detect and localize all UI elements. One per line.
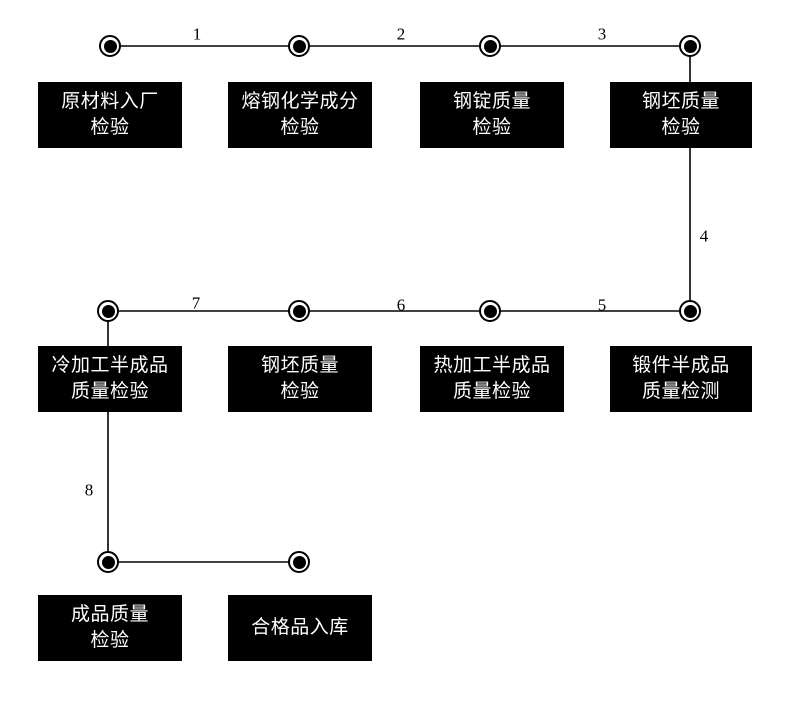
edge-label-e3: 3 [597, 24, 607, 44]
edge-label-e5: 5 [597, 295, 607, 315]
box-steel-ingot-quality-inspection[interactable]: 钢锭质量 检验 [420, 82, 564, 148]
node-9[interactable] [97, 551, 119, 573]
node-3[interactable] [479, 35, 501, 57]
box-steel-billet-quality-inspection-top[interactable]: 钢坯质量 检验 [610, 82, 752, 148]
node-1[interactable] [99, 35, 121, 57]
box-molten-steel-chemical-composition-inspection[interactable]: 熔钢化学成分 检验 [228, 82, 372, 148]
node-4[interactable] [679, 35, 701, 57]
edge-label-e6: 6 [396, 295, 406, 315]
node-8[interactable] [97, 300, 119, 322]
box-forging-semifinished-quality-testing[interactable]: 锻件半成品 质量检测 [610, 346, 752, 412]
box-raw-material-incoming-inspection[interactable]: 原材料入厂 检验 [38, 82, 182, 148]
box-steel-billet-quality-inspection-middle[interactable]: 钢坯质量 检验 [228, 346, 372, 412]
box-qualified-product-warehousing[interactable]: 合格品入库 [228, 595, 372, 661]
node-2[interactable] [288, 35, 310, 57]
node-10[interactable] [288, 551, 310, 573]
box-hot-worked-semifinished-quality-inspection[interactable]: 热加工半成品 质量检验 [420, 346, 564, 412]
box-cold-worked-semifinished-quality-inspection[interactable]: 冷加工半成品 质量检验 [38, 346, 182, 412]
node-7[interactable] [288, 300, 310, 322]
edge-label-e8: 8 [84, 480, 94, 500]
edge-label-e7: 7 [191, 293, 201, 313]
edge-label-e2: 2 [396, 24, 406, 44]
node-5[interactable] [679, 300, 701, 322]
box-finished-product-quality-inspection[interactable]: 成品质量 检验 [38, 595, 182, 661]
node-6[interactable] [479, 300, 501, 322]
edge-label-e4: 4 [699, 226, 709, 246]
edge-label-e1: 1 [192, 24, 202, 44]
